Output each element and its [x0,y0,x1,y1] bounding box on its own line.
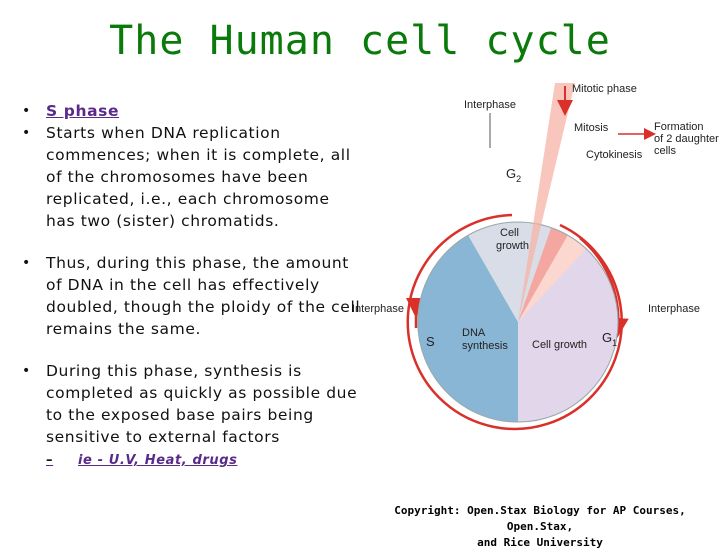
formation-label: Formation of 2 daughter cells [654,121,720,157]
dna-synthesis-line: synthesis [462,340,508,352]
bullet-item: • During this phase, synthesis is comple… [22,360,362,448]
bullet-dot: • [22,255,31,271]
bullet-text: During this phase, synthesis is complete… [46,362,358,446]
cytokinesis-label: Cytokinesis [586,149,643,161]
interphase-top-label: Interphase [464,99,516,111]
inner-circle-outline [417,221,619,423]
bullet-text: Starts when DNA replication commences; w… [46,124,351,230]
mitotic-phase-wedge [518,83,575,322]
dna-synthesis-line: DNA [462,327,486,339]
formation-label-line: of 2 daughter [654,133,719,145]
g1-subscript: 1 [612,338,617,348]
cytokinesis-sector [518,235,586,322]
page-title: The Human cell cycle [109,18,611,64]
bullet-text: Thus, during this phase, the amount of D… [46,254,361,338]
g2-label: G2 [506,166,521,184]
copyright-line: Copyright: Open.Stax Biology for AP Cour… [394,504,686,533]
bullet-item: • Starts when DNA replication commences;… [22,122,362,232]
bullet-heading: S phase [46,102,120,120]
formation-label-line: Formation [654,121,704,133]
interphase-right-label: Interphase [648,303,700,315]
sub-bullet: – ie - U.V, Heat, drugs [46,450,362,472]
g2-letter: G [506,166,516,181]
g2-subscript: 2 [516,174,521,184]
g1-label: G1 [602,330,617,348]
mitotic-phase-label: Mitotic phase [572,83,637,95]
bullet-dot: • [22,363,31,379]
bullet-dot: • [22,103,31,119]
cell-cycle-diagram: Mitotic phase Interphase Mitosis Cytokin… [352,83,719,431]
sub-bullet-dash: – [46,453,54,468]
g1-phase-sector [518,249,618,422]
mitosis-label: Mitosis [574,122,609,134]
formation-label-line: cells [654,145,677,157]
cell-growth-label: Cell growth [532,339,587,351]
bullet-list: • S phase • Starts when DNA replication … [22,100,362,472]
copyright-notice: Copyright: Open.Stax Biology for AP Cour… [360,503,720,551]
cell-growth-top-line: Cell [500,227,519,239]
interphase-arrow-left [406,213,623,431]
g1-letter: G [602,330,612,345]
sub-bullet-text: ie - U.V, Heat, drugs [78,453,238,468]
mitosis-sector [518,228,568,322]
interphase-left-label: Interphase [352,303,404,315]
cell-growth-top-line: growth [496,240,529,252]
cell-growth-top-label: Cell growth [496,227,529,252]
s-label: S [426,334,435,349]
dna-synthesis-label: DNA synthesis [462,327,508,352]
bullet-dot: • [22,125,31,141]
copyright-line: and Rice University [477,536,603,549]
s-phase-sector [417,235,518,423]
bullet-item: • S phase [22,100,362,122]
bullet-item: • Thus, during this phase, the amount of… [22,252,362,340]
